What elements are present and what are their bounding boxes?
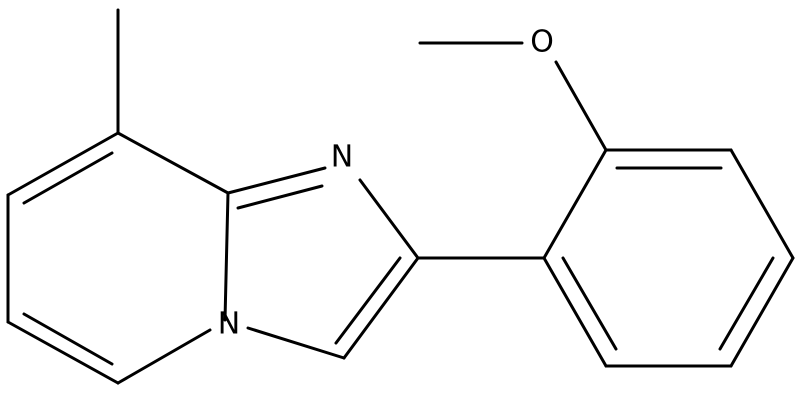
bond-p4-p5 <box>729 256 795 368</box>
bond-p6-p1 <box>542 256 608 368</box>
bond-c8a-n1-inner <box>236 184 324 210</box>
bond-p3-p4 <box>729 148 795 260</box>
atom-label-o: O <box>530 25 554 60</box>
imidazole-ring <box>226 166 420 360</box>
bond-p4-p5-inner <box>718 256 775 351</box>
bond-c7-c8-inner <box>22 151 114 205</box>
bond-p1-p2 <box>542 148 608 260</box>
bond-n1-c2 <box>358 178 420 260</box>
bond-c3-n4 <box>246 326 346 360</box>
bond-n4-c5 <box>116 328 212 385</box>
phenyl-ring <box>542 148 795 368</box>
bond-c8-c8a <box>116 131 230 195</box>
bond-c7-c8 <box>6 131 120 197</box>
bond-c5-c6-inner <box>22 312 114 366</box>
bond-aryl-oxygen <box>554 60 608 152</box>
bond-c2-c3-inner <box>334 256 402 345</box>
bond-p6-p1-inner <box>561 256 618 351</box>
bond-c5-c6 <box>6 320 120 385</box>
bond-c8a-n4 <box>223 191 230 322</box>
atom-label-n1: N <box>331 140 353 175</box>
atom-label-n4: N <box>218 307 240 342</box>
bond-c8a-n1 <box>226 166 327 195</box>
bond-c2-c3 <box>342 256 420 360</box>
pyridine-ring <box>6 131 230 385</box>
